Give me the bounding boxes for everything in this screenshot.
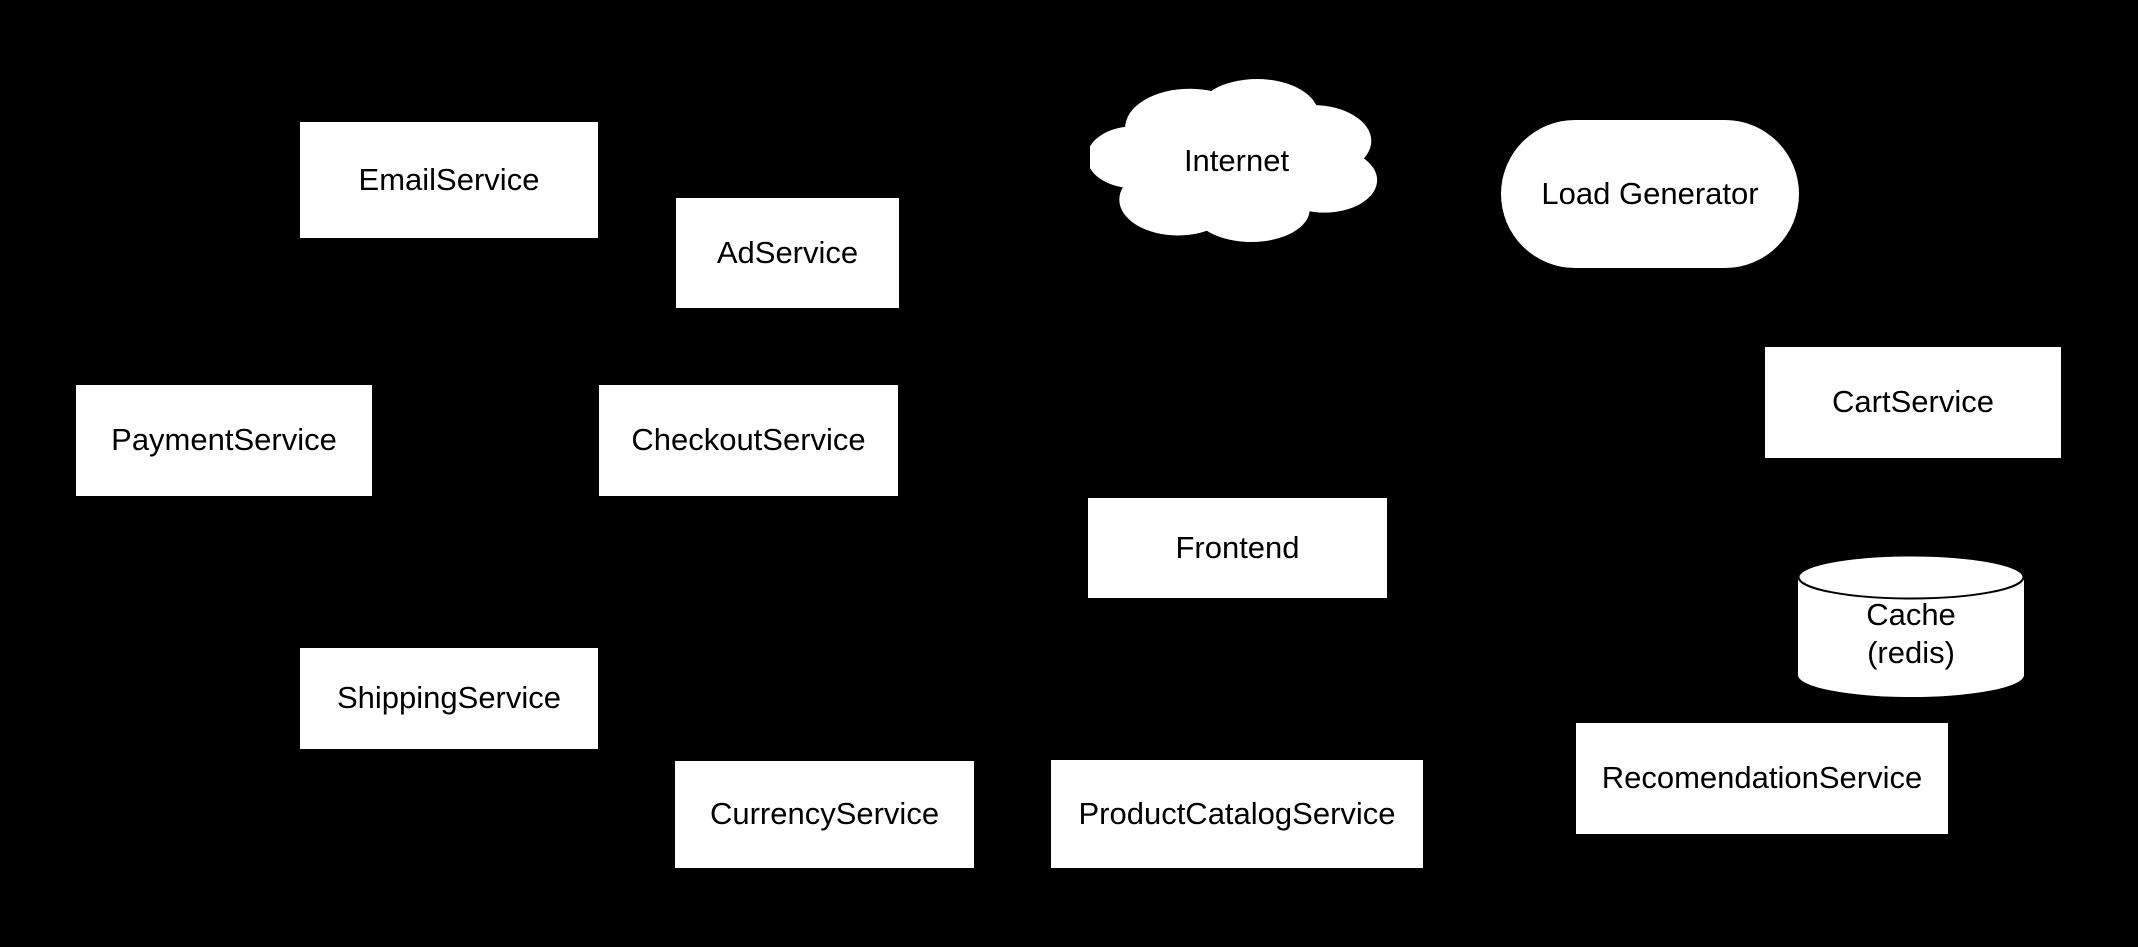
node-cart-service[interactable]: CartService — [1765, 347, 2061, 458]
node-label-recomendation-service: RecomendationService — [1601, 760, 1923, 796]
node-frontend[interactable]: Frontend — [1088, 498, 1387, 598]
node-label-product-catalog-service: ProductCatalogService — [1078, 795, 1396, 831]
node-label-line: (redis) — [1867, 635, 1955, 670]
node-label-frontend: Frontend — [1175, 529, 1300, 565]
node-label-currency-service: CurrencyService — [709, 796, 940, 832]
node-internet[interactable]: Internet — [1090, 79, 1383, 242]
node-email-service[interactable]: EmailService — [300, 122, 598, 238]
node-payment-service[interactable]: PaymentService — [76, 385, 372, 496]
node-currency-service[interactable]: CurrencyService — [675, 761, 974, 868]
node-product-catalog-service[interactable]: ProductCatalogService — [1051, 760, 1423, 868]
node-label-ad-service: AdService — [716, 234, 859, 270]
node-label-load-generator: Load Generator — [1541, 175, 1759, 211]
node-shipping-service[interactable]: ShippingService — [300, 648, 598, 749]
node-label-shipping-service: ShippingService — [336, 680, 562, 716]
node-label-email-service: EmailService — [358, 161, 540, 197]
node-ad-service[interactable]: AdService — [676, 198, 899, 308]
node-label-internet: Internet — [1183, 142, 1290, 178]
node-label-payment-service: PaymentService — [111, 422, 337, 458]
database-cylinder-icon — [1798, 555, 2024, 697]
node-label-cart-service: CartService — [1832, 384, 1994, 420]
node-load-generator[interactable]: Load Generator — [1501, 120, 1799, 268]
node-recomendation-service[interactable]: RecomendationService — [1576, 723, 1948, 834]
node-label-line: Cache — [1866, 597, 1956, 633]
cloud-icon — [1090, 79, 1378, 242]
node-checkout-service[interactable]: CheckoutService — [599, 385, 898, 496]
node-label-checkout-service: CheckoutService — [631, 422, 866, 458]
node-cache-redis[interactable]: Cache(redis) — [1798, 555, 2024, 697]
node-label-cache-redis: Cache(redis) — [1798, 555, 2024, 697]
